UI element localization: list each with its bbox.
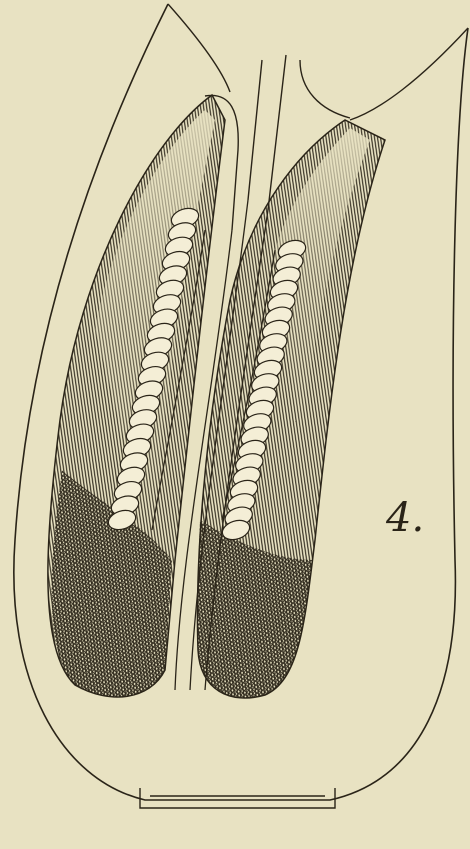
capsule-base: [140, 788, 335, 808]
capsule-inner-wall-right: [350, 28, 468, 120]
capsule-inner-wall: [168, 4, 230, 92]
figure-number: 4.: [386, 498, 424, 538]
